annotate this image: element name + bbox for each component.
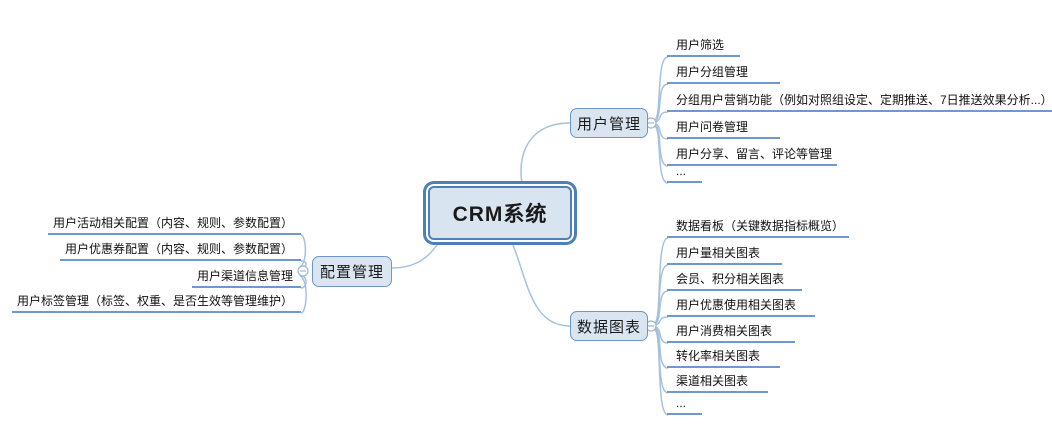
topic-channel-info-mgmt[interactable]: 用户渠道信息管理 — [191, 267, 301, 288]
root-topic-label: CRM系统 — [452, 203, 548, 226]
connector-user-child-5 — [654, 124, 669, 167]
topic-data-more[interactable]: ... — [667, 394, 702, 415]
topic-user-volume-charts[interactable]: 用户量相关图表 — [667, 244, 782, 265]
connector-user-child-3 — [654, 111, 669, 123]
connector-conf-child-1 — [299, 234, 307, 268]
branch-label: 用户管理 — [576, 115, 641, 133]
connector-user-child-2 — [654, 83, 669, 122]
topic-group-marketing[interactable]: 分组用户营销功能（例如对照组设定、定期推送、7日推送效果分析...） — [667, 91, 1052, 112]
topic-consumption-charts[interactable]: 用户消费相关图表 — [667, 322, 795, 343]
connector-data-child-5 — [654, 326, 669, 344]
branch-node-user-management[interactable]: 用户管理 — [570, 108, 648, 138]
branch-node-data-charts[interactable]: 数据图表 — [570, 311, 648, 341]
topic-user-more[interactable]: ... — [667, 162, 702, 183]
connector-conf-child-4 — [299, 275, 307, 314]
topic-coupon-config[interactable]: 用户优惠券配置（内容、规则、参数配置） — [59, 240, 301, 261]
topic-user-survey[interactable]: 用户问卷管理 — [667, 118, 780, 139]
connector-root-to-data-charts — [512, 244, 571, 327]
root-topic-crm-system[interactable]: CRM系统 — [428, 186, 572, 240]
branch-node-config-management[interactable]: 配置管理 — [312, 256, 392, 287]
topic-user-share-comment[interactable]: 用户分享、留言、评论等管理 — [667, 145, 838, 166]
topic-activity-config[interactable]: 用户活动相关配置（内容、规则、参数配置） — [47, 214, 301, 235]
collapse-toggle-config-management[interactable] — [297, 265, 309, 277]
topic-user-filter[interactable]: 用户筛选 — [667, 36, 740, 57]
topic-channel-charts[interactable]: 渠道相关图表 — [667, 372, 768, 393]
connector-data-child-8 — [654, 329, 669, 416]
topic-member-points-charts[interactable]: 会员、积分相关图表 — [667, 270, 802, 291]
connector-user-child-6 — [654, 125, 669, 184]
branch-label: 配置管理 — [319, 264, 384, 281]
connector-user-child-4 — [654, 123, 669, 140]
topic-conversion-charts[interactable]: 转化率相关图表 — [667, 347, 780, 368]
branch-label: 数据图表 — [576, 318, 641, 336]
connector-root-to-user-management — [520, 122, 571, 185]
topic-data-dashboard[interactable]: 数据看板（关键数据指标概览） — [667, 217, 850, 238]
connector-data-child-3 — [654, 290, 669, 325]
connector-root-to-config-management — [391, 244, 438, 269]
connector-data-child-4 — [654, 316, 669, 326]
topic-user-grouping[interactable]: 用户分组管理 — [667, 63, 780, 84]
topic-coupon-usage-charts[interactable]: 用户优惠使用相关图表 — [667, 296, 815, 317]
topic-user-tag-mgmt[interactable]: 用户标签管理（标签、权重、是否生效等管理维护） — [11, 292, 301, 313]
connector-user-child-1 — [654, 56, 669, 121]
